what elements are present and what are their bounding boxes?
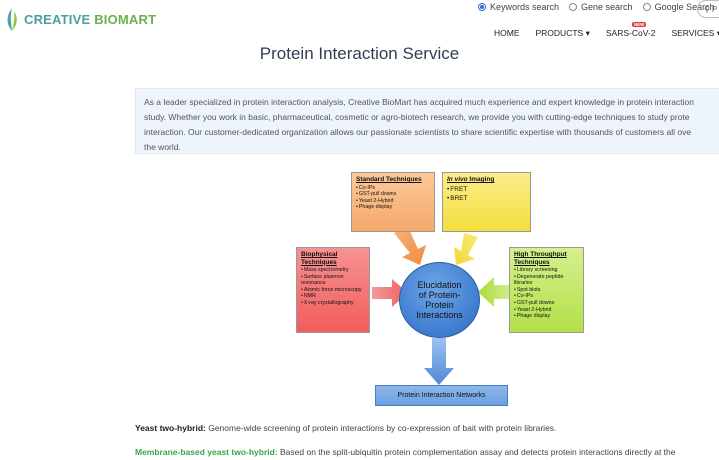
radio-icon[interactable]	[569, 3, 578, 11]
protein-interaction-networks-box: Protein Interaction Networks	[375, 385, 508, 406]
chevron-down-icon: ▾	[716, 28, 719, 38]
invivo-imaging-box: In vivo Imaging FRET BRET	[442, 172, 531, 232]
intro-line: study. Whether you work in basic, pharma…	[144, 112, 690, 122]
leaf-logo-icon	[7, 8, 17, 31]
search-option-google[interactable]: Google Search	[642, 2, 715, 12]
membrane-yeast-two-hybrid-link[interactable]: Membrane-based yeast two-hybrid:	[135, 447, 278, 457]
radio-icon[interactable]	[642, 3, 651, 11]
nav-services[interactable]: SERVICES ▾	[671, 28, 719, 38]
brand-name: CREATIVE BIOMART	[24, 11, 157, 27]
brand-logo[interactable]: CREATIVE BIOMART	[4, 4, 156, 34]
arrow-standard	[394, 227, 426, 265]
nav-home[interactable]: HOME	[494, 28, 520, 38]
search-option-gene[interactable]: Gene search	[569, 2, 633, 12]
new-badge: NEW	[631, 22, 647, 27]
center-elucidation-circle: Elucidation of Protein- Protein Interact…	[399, 262, 480, 338]
arrow-highthroughput	[478, 277, 512, 307]
search-mode-options: Keywords search Gene search Google Searc…	[478, 2, 719, 12]
chevron-down-icon: ▾	[585, 28, 590, 38]
search-icon: ⚲	[704, 4, 710, 14]
search-option-keywords[interactable]: Keywords search	[478, 2, 559, 12]
biophysical-techniques-box: Biophysical Techniques Mass spectrometry…	[296, 247, 370, 333]
search-input[interactable]: ⚲P	[697, 0, 719, 18]
high-throughput-techniques-box: High Throughput Techniques Library scree…	[509, 247, 584, 333]
nav-products[interactable]: PRODUCTS ▾	[535, 28, 590, 38]
standard-techniques-box: Standard Techniques Co-IPs GST-pull down…	[351, 172, 435, 232]
intro-panel: As a leader specialized in protein inter…	[135, 88, 719, 154]
arrow-invivo	[454, 233, 478, 265]
intro-line: the world.	[144, 142, 181, 152]
radio-selected-icon[interactable]	[478, 3, 486, 11]
yeast-two-hybrid-label: Yeast two-hybrid:	[135, 423, 206, 433]
arrow-networks	[424, 338, 454, 385]
intro-line: interaction. Our customer-dedicated orga…	[144, 127, 692, 137]
diagram-arrows	[372, 227, 512, 385]
intro-line: As a leader specialized in protein inter…	[144, 97, 694, 107]
page-title: Protein Interaction Service	[259, 44, 460, 63]
membrane-yeast-two-hybrid-paragraph: Membrane-based yeast two-hybrid: Based o…	[135, 447, 676, 457]
yeast-two-hybrid-paragraph: Yeast two-hybrid: Genome-wide screening …	[135, 423, 557, 433]
